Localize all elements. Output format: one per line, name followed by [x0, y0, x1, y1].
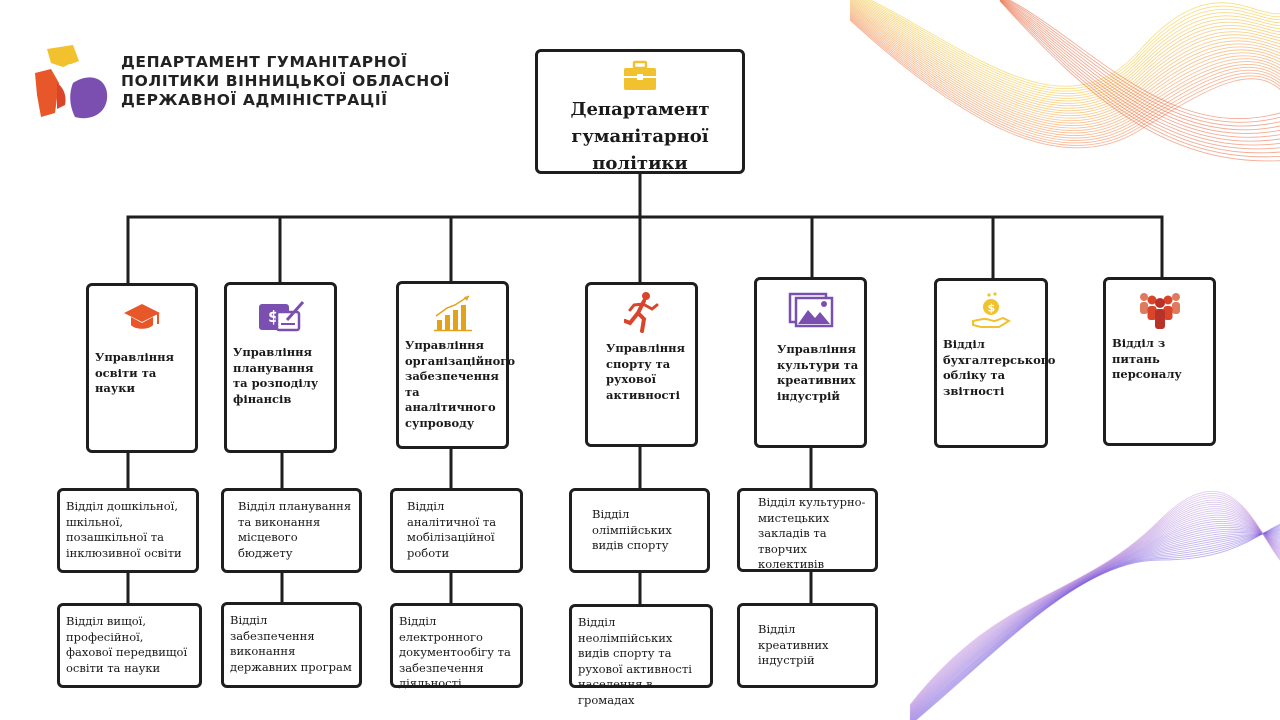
root-department-box: Департамент гуманітарної політики	[535, 49, 745, 174]
dept-box-personnel: Відділ з питань персоналу	[1103, 277, 1216, 446]
subunit-box: Відділ олімпійських видів спорту	[569, 488, 710, 573]
dept-box-organization: Управління організаційного забезпечення …	[396, 281, 515, 449]
dept-box-culture: Управління культури та креативних індуст…	[754, 277, 867, 448]
dept-label-organization: Управління організаційного забезпечення …	[405, 338, 515, 430]
root-department-title: Департамент гуманітарної політики	[570, 99, 710, 174]
check-payment-icon: $	[227, 298, 334, 334]
subunit-label: Відділ креативних індустрій	[758, 622, 829, 667]
subunit-box: Відділ дошкільної, шкільної, позашкільно…	[57, 488, 199, 573]
growth-chart-icon	[399, 294, 506, 332]
subunit-label: Відділ планування та виконання місцевого…	[238, 499, 352, 560]
runner-icon	[588, 291, 695, 335]
people-group-icon	[1106, 290, 1213, 332]
dept-box-finance: $ Управління планування та розподілу фін…	[224, 282, 337, 453]
subunit-label: Відділ олімпійських видів спорту	[592, 507, 672, 552]
subunit-box: Відділ культурно-мистецьких закладів та …	[737, 488, 878, 572]
org-name-line-1: ДЕПАРТАМЕНТ ГУМАНІТАРНОЇ	[121, 53, 408, 71]
svg-text:$: $	[988, 302, 996, 315]
subunit-box: Відділ забезпечення виконання державних …	[221, 602, 362, 688]
svg-text:$: $	[268, 307, 279, 326]
graduation-cap-icon	[89, 300, 195, 332]
subunit-label: Відділ аналітичної та мобілізаційної роб…	[407, 499, 497, 560]
dept-label-accounting: Відділ бухгалтерського обліку та звітнос…	[943, 337, 1056, 398]
dept-label-personnel: Відділ з питань персоналу	[1112, 336, 1182, 381]
dept-box-sport: Управління спорту та рухової активності	[585, 282, 698, 447]
organization-name: ДЕПАРТАМЕНТ ГУМАНІТАРНОЇ ПОЛІТИКИ ВІННИЦ…	[121, 53, 451, 110]
money-hand-icon: $	[937, 291, 1045, 331]
subunit-box: Відділ планування та виконання місцевого…	[221, 488, 362, 573]
dept-label-education: Управління освіти та науки	[95, 350, 175, 395]
subunit-label: Відділ культурно-мистецьких закладів та …	[758, 495, 866, 571]
subunit-label: Відділ вищої, професійної, фахової перед…	[66, 614, 188, 675]
subunit-box: Відділ вищої, професійної, фахової перед…	[57, 603, 202, 688]
subunit-label: Відділ неолімпійських видів спорту та ру…	[578, 615, 692, 707]
org-name-line-2: ПОЛІТИКИ ВІННИЦЬКОЇ ОБЛАСНОЇ	[121, 72, 451, 90]
subunit-box: Відділ креативних індустрій	[737, 603, 878, 688]
department-logo	[35, 45, 108, 119]
org-name-line-3: ДЕРЖАВНОЇ АДМІНІСТРАЦІЇ	[121, 91, 388, 109]
dept-box-education: Управління освіти та науки	[86, 283, 198, 453]
dept-label-sport: Управління спорту та рухової активності	[606, 341, 686, 402]
subunit-box: Відділ аналітичної та мобілізаційної роб…	[390, 488, 523, 573]
dept-label-culture: Управління культури та креативних індуст…	[777, 342, 859, 403]
subunit-box: Відділ електронного документообігу та за…	[390, 603, 523, 690]
subunit-box: Відділ неолімпійських видів спорту та ру…	[569, 604, 713, 707]
dept-label-finance: Управління планування та розподілу фінан…	[233, 345, 319, 406]
subunit-label: Відділ електронного документообігу та за…	[399, 614, 511, 690]
dept-box-accounting: $ Відділ бухгалтерського обліку та звітн…	[934, 278, 1056, 448]
briefcase-icon	[622, 60, 658, 96]
picture-gallery-icon	[757, 292, 864, 328]
subunit-label: Відділ забезпечення виконання державних …	[230, 613, 352, 674]
subunit-label: Відділ дошкільної, шкільної, позашкільно…	[66, 499, 182, 560]
